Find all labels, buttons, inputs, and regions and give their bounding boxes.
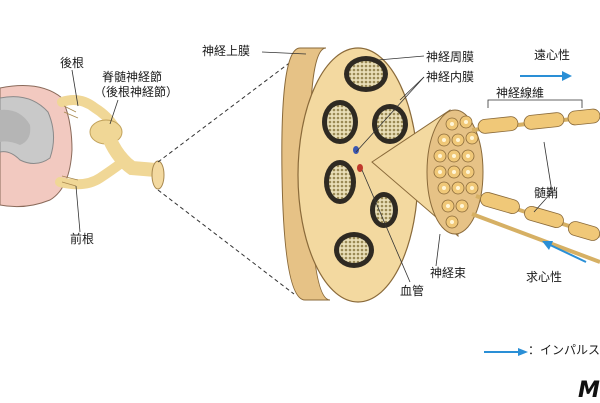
spinal-cord (0, 85, 73, 208)
nerve-fibers (471, 108, 600, 264)
label-fascicle: 神経束 (430, 266, 467, 280)
label-ganglion: 脊髄神経節 (102, 70, 163, 84)
leader-lines (71, 51, 583, 283)
fascicle-enlarged (371, 109, 484, 238)
nerve-roots (55, 95, 165, 190)
nerve-cross-section (281, 47, 419, 303)
label-afferent: 求心性 (526, 270, 563, 284)
label-blood-vessel: 血管 (400, 284, 425, 298)
label-ventral-root: 前根 (70, 232, 95, 246)
label-epineurium: 神経上膜 (202, 44, 251, 58)
label-perineurium: 神経周膜 (426, 50, 475, 64)
legend-impulse-label: ：インパルス (528, 343, 600, 357)
impulse-arrows (520, 71, 587, 263)
zoom-lines (157, 57, 297, 295)
label-myelin-sheath: 髄鞘 (534, 186, 559, 200)
label-dorsal-root: 後根 (60, 56, 85, 70)
label-endoneurium: 神経内膜 (426, 70, 475, 84)
label-efferent: 遠心性 (534, 48, 571, 62)
legend-arrow-icon (484, 348, 528, 356)
publisher-logo: M (578, 378, 600, 403)
label-nerve-fiber: 神経線維 (496, 86, 545, 100)
label-ganglion-alt: （後根神経節） (94, 85, 179, 99)
fascicles (322, 56, 408, 268)
